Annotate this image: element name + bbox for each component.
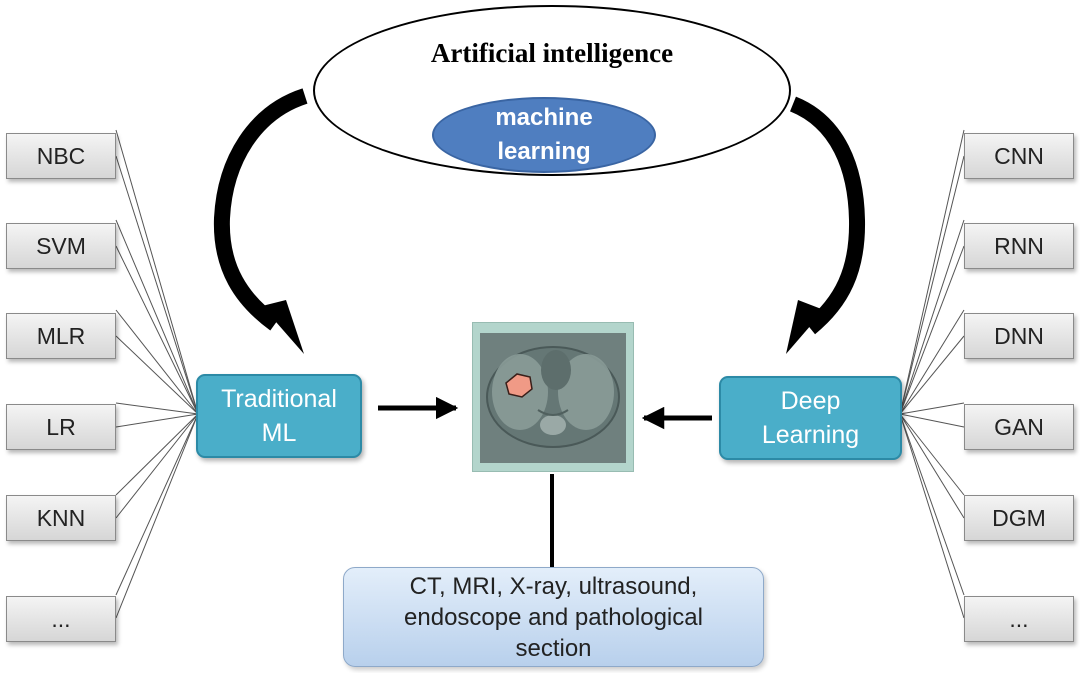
curved-arrow-left <box>213 88 308 354</box>
traditional-ml-line1: Traditional <box>221 385 337 413</box>
machine-learning-line2: learning <box>497 138 591 165</box>
modalities-line1: CT, MRI, X-ray, ultrasound, <box>409 572 698 600</box>
traditional-fan-lines <box>115 129 199 619</box>
imaging-modalities-box: CT, MRI, X-ray, ultrasound, endoscope an… <box>343 567 764 667</box>
deep-learning-line2: Learning <box>761 421 860 449</box>
artificial-intelligence-title: Artificial intelligence <box>430 38 674 68</box>
deep-algo-dgm: DGM <box>964 495 1074 541</box>
traditional-ml-line2: ML <box>261 419 297 447</box>
deep-algo-more: ... <box>964 596 1074 642</box>
deep-algo-cnn: CNN <box>964 133 1074 179</box>
ct-scan-image <box>486 346 620 448</box>
traditional-algo-knn: KNN <box>6 495 116 541</box>
modalities-line3: section <box>515 634 592 662</box>
deep-algo-rnn: RNN <box>964 223 1074 269</box>
deep-fan-lines <box>899 129 965 619</box>
traditional-algo-more: ... <box>6 596 116 642</box>
deep-algo-dnn: DNN <box>964 313 1074 359</box>
deep-learning-line1: Deep <box>780 387 841 415</box>
traditional-algo-mlr: MLR <box>6 313 116 359</box>
machine-learning-line1: machine <box>495 104 593 131</box>
modalities-line2: endoscope and pathological <box>404 603 703 631</box>
traditional-algo-nbc: NBC <box>6 133 116 179</box>
deep-learning-box: Deep Learning <box>719 376 902 460</box>
traditional-algo-svm: SVM <box>6 223 116 269</box>
curved-arrow-right <box>786 96 866 354</box>
deep-algo-gan: GAN <box>964 404 1074 450</box>
machine-learning-ellipse: machine learning <box>432 97 656 173</box>
lesion-highlight <box>505 373 533 398</box>
traditional-algo-lr: LR <box>6 404 116 450</box>
traditional-ml-box: Traditional ML <box>196 374 362 458</box>
